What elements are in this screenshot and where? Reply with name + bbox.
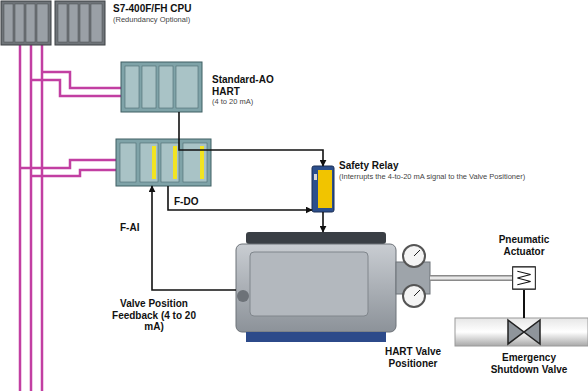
f-rack	[116, 139, 211, 186]
cpu-rack	[1, 1, 105, 45]
device-label: Pneumatic Actuator	[484, 234, 564, 257]
device-note: (Interrupts the 4-to-20 mA signal to the…	[339, 173, 549, 182]
ao-rack	[121, 62, 202, 112]
device-note: (4 to 20 mA)	[212, 98, 292, 107]
actuator-symbol	[512, 266, 536, 290]
signal-wire	[322, 212, 324, 232]
f-module-node: F-DOF-AI	[116, 139, 211, 186]
air-pipe-inner	[430, 277, 512, 280]
device-label: HART Valve Positioner	[368, 346, 458, 369]
signal-label: Valve Position Feedback (4 to 20 mA)	[104, 298, 204, 333]
valve-positioner-node: HART Valve Positioner	[236, 232, 430, 342]
bus-lines	[20, 44, 122, 391]
pneumatic-actuator-node: Pneumatic Actuator	[512, 266, 536, 290]
signal-wire	[168, 186, 312, 210]
device-note: (Redundancy Optional)	[113, 16, 273, 25]
signal-wire	[179, 112, 323, 166]
device-note: F-AI	[120, 222, 150, 234]
shutdown-valve-node: Emergency Shutdown Valve	[506, 318, 542, 346]
device-label: S7-400F/FH CPU	[113, 3, 273, 15]
device-label: Safety Relay	[339, 160, 479, 172]
air-pipe	[430, 275, 512, 281]
signal-wire	[152, 186, 236, 290]
cpu-rack-node: S7-400F/FH CPU(Redundancy Optional)	[1, 1, 105, 45]
device-label: Standard-AO HART	[212, 74, 282, 97]
safety-relay	[312, 166, 334, 212]
process-pipe	[455, 318, 588, 346]
device-label: Emergency Shutdown Valve	[484, 352, 574, 375]
ao-module-node: Standard-AO HART(4 to 20 mA)	[121, 62, 202, 112]
valve-positioner	[236, 232, 430, 342]
safety-relay-node: Safety Relay(Interrupts the 4-to-20 mA s…	[312, 166, 334, 212]
device-label: F-DO	[174, 196, 214, 208]
valve-symbol	[506, 318, 542, 346]
signal-wire	[523, 290, 525, 318]
